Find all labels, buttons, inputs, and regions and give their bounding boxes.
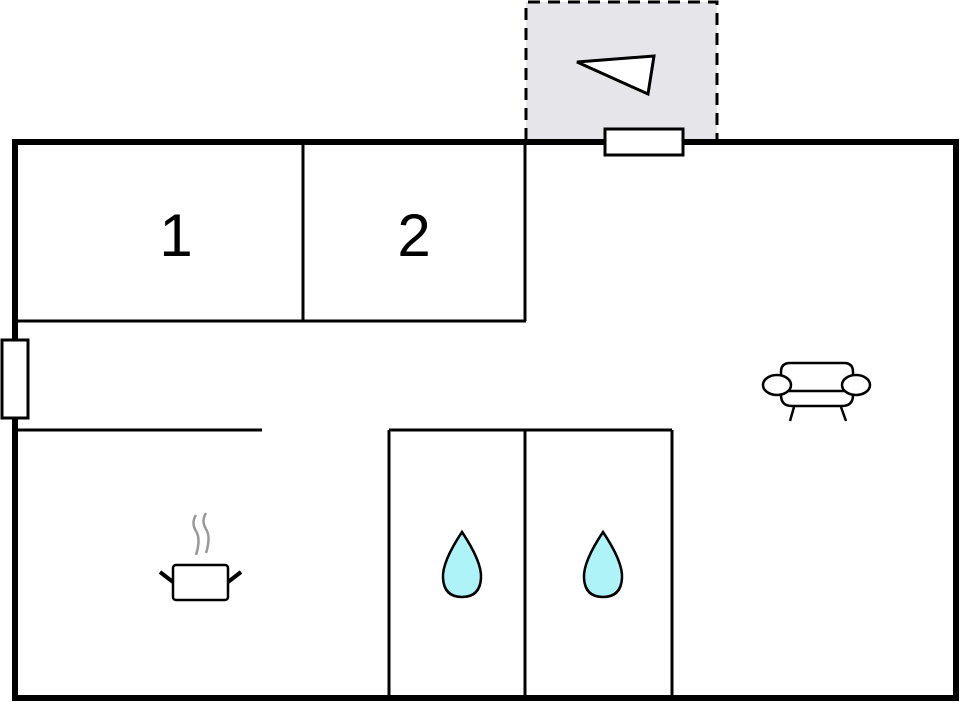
terrace-triangle-icon xyxy=(576,54,656,97)
left-side-door xyxy=(0,338,30,420)
interior-walls xyxy=(15,142,674,698)
room-label-2: 2 xyxy=(397,202,430,269)
outer-wall xyxy=(12,139,959,701)
cooking-pot-icon xyxy=(158,512,243,602)
top-entrance-door xyxy=(603,127,685,157)
room-label-1: 1 xyxy=(159,202,192,269)
water-drop-icon xyxy=(582,529,624,599)
terrace xyxy=(524,0,719,140)
water-drop-icon xyxy=(441,529,483,599)
sofa-icon xyxy=(761,361,872,422)
